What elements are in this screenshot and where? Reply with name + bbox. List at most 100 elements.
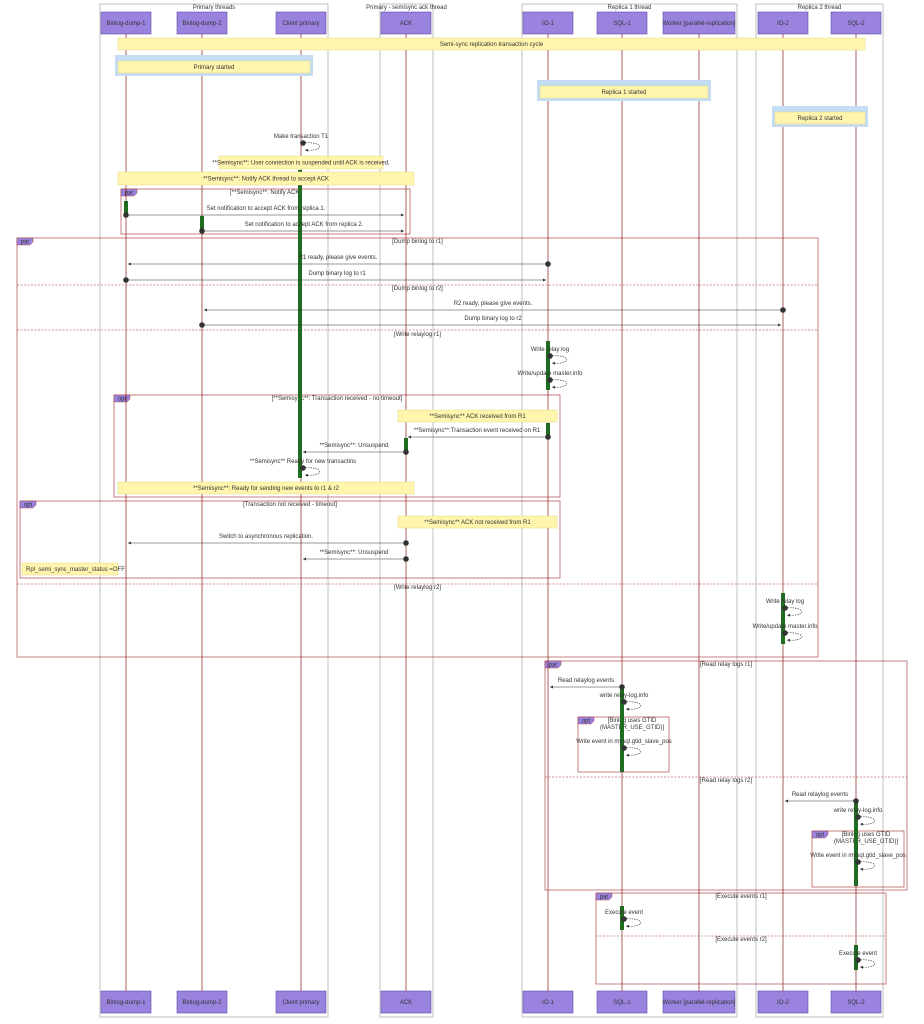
message-label-m_t1: Make transaction T1 <box>274 134 329 140</box>
fragment-kind-par2: par <box>21 240 30 246</box>
message-label-m_wgtid1: Write event in mysql.gtid_slave_pos <box>576 739 672 745</box>
message-label-m_exec1: Execute event <box>605 910 643 916</box>
fragment-kind-par4: par <box>600 895 609 901</box>
participant-label-top-bd2: Binlog-dump-2 <box>182 21 222 27</box>
participant-top-ack <box>380 11 432 35</box>
note-box-ready_send <box>117 481 415 495</box>
fragment-section-label-par3-1: [Read relay logs r2] <box>700 778 752 784</box>
participant-top-cp <box>275 11 327 35</box>
participant-label-bottom-worker: Worker [parallel-replication] <box>663 1000 736 1006</box>
fragment-tab-par4 <box>595 892 613 901</box>
message-label-m_notif1: Set notification to accept ACK from repl… <box>207 206 326 212</box>
group-label-replica1: Replica 1 thread <box>608 5 652 11</box>
participant-label-top-io2: IO-2 <box>777 21 789 27</box>
message-label-m_exec2: Execute event <box>839 951 877 957</box>
message-label-m_unsusp2: **Semisync**: Unsuspend <box>319 550 388 556</box>
participant-label-top-ack: ACK <box>400 21 412 27</box>
self-loop-m_wrli1 <box>623 701 642 711</box>
self-loop-m_wrli2 <box>857 816 876 826</box>
note-box-suspended <box>218 155 384 170</box>
fragment-kind-opt2: opt <box>24 503 33 509</box>
note-box-replica2_started <box>774 111 866 125</box>
participant-label-top-bd1: Binlog-dump-1 <box>106 21 146 27</box>
message-label-m_wmi1: Write/update master.info <box>518 371 584 377</box>
fragment-section-label-par3-0: [Read relay logs r1] <box>700 662 752 668</box>
participant-label-top-io1: IO-1 <box>542 21 554 27</box>
note-box-ack_not_r1 <box>397 515 558 529</box>
message-label-m_rre2: Read relaylog events <box>792 792 848 798</box>
participant-top-sql1 <box>596 11 648 35</box>
participant-top-io2 <box>757 11 809 35</box>
participant-top-bd1 <box>100 11 152 35</box>
participant-label-top-cp: Client primary <box>282 21 319 27</box>
participant-label-bottom-sql2: SQL-2 <box>847 1000 865 1006</box>
participant-bottom-ack <box>380 990 432 1014</box>
message-label-m_ready_new: **Semisync** Ready for new transactins <box>250 459 356 465</box>
participant-bottom-worker <box>662 990 736 1014</box>
fragment-tab-opt2 <box>19 500 37 509</box>
message-label-m_switch: Switch to asynchronous replication. <box>219 534 313 540</box>
fragment-box-par3 <box>544 660 908 891</box>
fragment-kind-opt4: opt <box>816 833 825 839</box>
fragment-section-label-par2-1: [Dump binlog to r2] <box>392 286 443 292</box>
participant-bottom-cp <box>275 990 327 1014</box>
note-text-suspended: **Semisync**: User connection is suspend… <box>212 161 390 167</box>
message-label-m_wrl1: Write relay log <box>531 347 569 353</box>
message-label-m_dump2: Dump binary log to r2 <box>464 316 522 322</box>
self-loop-m_wmi2 <box>784 632 803 642</box>
activation-sql1-7 <box>620 687 624 772</box>
participant-label-bottom-bd2: Binlog-dump-2 <box>182 1000 222 1006</box>
fragment-tab-par3 <box>544 660 562 669</box>
participant-label-bottom-io2: IO-2 <box>777 1000 789 1006</box>
participant-top-worker <box>662 11 736 35</box>
fragment-tab-opt4 <box>811 830 829 839</box>
fragment-box-par4 <box>595 892 887 985</box>
fragment-tab-par1 <box>120 188 138 197</box>
self-loop-m_exec1 <box>623 918 642 928</box>
activation-io2-6 <box>781 593 785 644</box>
self-loop-m_ready_new <box>302 467 321 477</box>
fragment-box-par1 <box>120 188 411 235</box>
fragment-section-label-opt2-0: [Transaction not received - timeout] <box>243 502 337 508</box>
note-box-ack_r1 <box>397 409 558 423</box>
message-label-m_notif2: Set notification to accept ACK from repl… <box>245 222 364 228</box>
group-box-replica1 <box>521 3 738 1018</box>
self-loop-m_wmi1 <box>549 379 568 389</box>
participant-bottom-io1 <box>522 990 574 1014</box>
note-text-ready_send: **Semisync**: Ready for sending new even… <box>193 486 339 492</box>
group-label-ack: Primary - semisync ack thread <box>366 5 447 11</box>
fragment-section-label-opt3-0: [Binlog uses GTID <box>608 718 657 724</box>
self-loop-m_t1 <box>302 142 321 152</box>
fragment-section-label-par4-1: [Execute events r2] <box>715 937 767 943</box>
participant-bottom-sql1 <box>596 990 648 1014</box>
participant-label-top-sql1: SQL-1 <box>613 21 631 27</box>
participant-top-io1 <box>522 11 574 35</box>
participant-label-bottom-sql1: SQL-1 <box>613 1000 631 1006</box>
participant-bottom-io2 <box>757 990 809 1014</box>
participant-label-bottom-bd1: Binlog-dump-1 <box>106 1000 146 1006</box>
note-text-notify_ack: **Semisync**: Notify ACK thread to accep… <box>203 177 329 183</box>
activation-sql2-8 <box>854 801 858 886</box>
note-text-replica2_started: Replica 2 started <box>797 116 842 122</box>
fragment-section-label-opt4-1: (MASTER_USE_GTID)] <box>834 839 898 845</box>
activation-cp-0 <box>298 170 302 478</box>
activation-io1-4 <box>546 423 550 438</box>
self-loop-m_wgtid2 <box>857 861 876 871</box>
participant-label-bottom-cp: Client primary <box>282 1000 319 1006</box>
fragment-section-label-par2-0: [Dump binlog to r1] <box>392 239 443 245</box>
note-text-cycle: Semi-sync replication transaction cycle <box>440 42 544 48</box>
fragment-kind-par3: par <box>549 663 558 669</box>
note-text-primary_started: Primary started <box>194 65 235 71</box>
self-loop-m_wgtid1 <box>623 747 642 757</box>
fragment-kind-opt3: opt <box>582 719 591 725</box>
message-label-m_r2ready: R2 ready, please give events. <box>454 301 533 307</box>
activation-io1-3 <box>546 341 550 390</box>
message-label-m_wrli1: write relay-log.info <box>599 693 649 699</box>
message-label-m_rre1: Read relaylog events <box>558 678 614 684</box>
note-text-ack_r1: **Semisync** ACK received from R1 <box>429 414 526 420</box>
note-box-status_off <box>21 562 119 576</box>
activation-bd2-2 <box>200 216 204 232</box>
fragment-kind-par1: par <box>125 191 134 197</box>
self-loop-m_exec2 <box>857 959 876 969</box>
self-loop-m_wrl2 <box>784 607 803 617</box>
